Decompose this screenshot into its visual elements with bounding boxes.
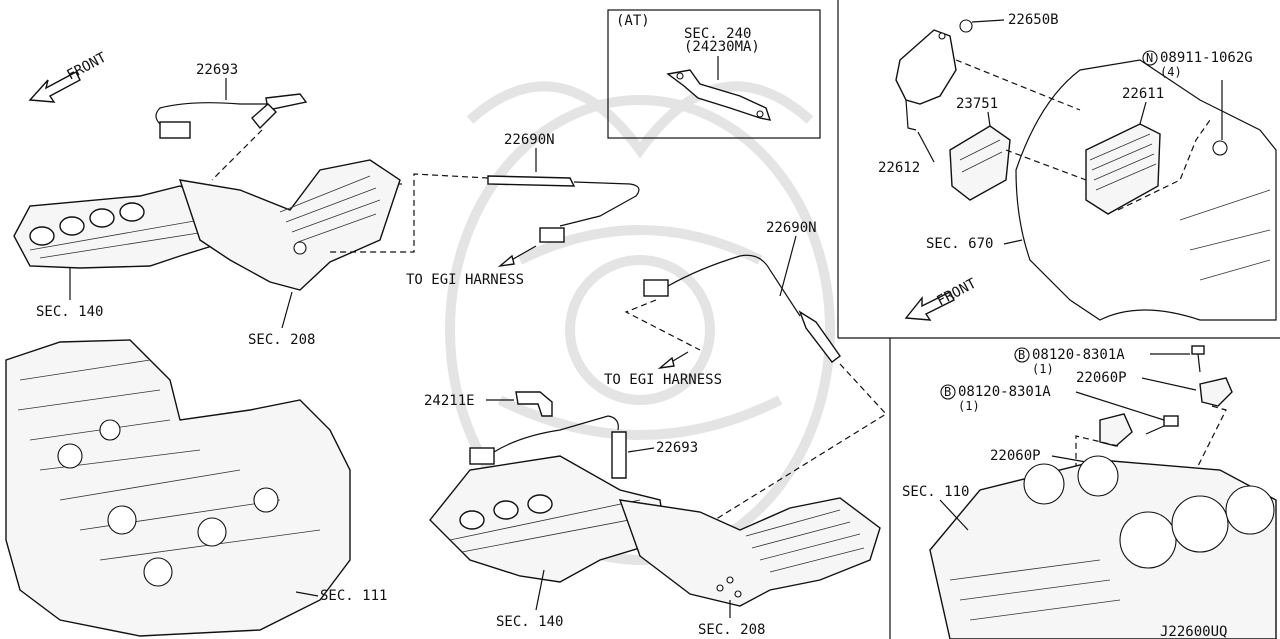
watermark-emblem	[445, 81, 835, 565]
label-22060p-top: 22060P	[1076, 370, 1127, 386]
vehicle-body-outline	[1015, 59, 1277, 321]
ecm-bolt-drawing	[1212, 80, 1228, 156]
knock-sensor-b	[1099, 413, 1133, 447]
label-24211e: 24211E	[424, 393, 475, 409]
ecm-bracket-drawing	[895, 19, 973, 131]
label-08120-b-qty: (1)	[958, 399, 980, 413]
engine-cylinder-heads	[5, 339, 351, 637]
o2-sensor-22690n-top: 22690N TO EGI HARNESS	[330, 132, 640, 288]
at-sec240-label: SEC. 240	[684, 26, 751, 42]
label-22650b: 22650B	[1008, 12, 1059, 28]
o2-sensor-22693-mid: 24211E 22693	[424, 391, 698, 479]
label-22690n-top: 22690N	[504, 132, 555, 148]
bolt-08911-prefix-circle	[1142, 50, 1158, 66]
label-22690n-mid: 22690N	[766, 220, 817, 236]
o2-sensor-22690n-mid: 22690N TO EGI HARNESS	[604, 220, 887, 561]
at-box-title: (AT)	[616, 13, 650, 29]
front-arrow-top-left: FRONT	[28, 49, 110, 103]
bolt-08120-b-prefix-circle	[940, 384, 956, 400]
bolt-drawing-b	[1145, 415, 1179, 435]
bolt-08120-b-prefix: B	[944, 385, 951, 399]
label-22060p-bottom: 22060P	[990, 448, 1041, 464]
label-08911-qty: (4)	[1160, 65, 1182, 79]
exhaust-manifold-top	[13, 185, 213, 269]
panel-dividers	[837, 0, 1280, 639]
bolt-drawing-a	[1191, 345, 1205, 373]
ecm-sub-module-23751	[949, 125, 1011, 201]
label-08911-1062g: 08911-1062G	[1160, 50, 1253, 66]
exhaust-manifold-bottom	[429, 455, 667, 583]
label-22611: 22611	[1122, 86, 1164, 102]
to-egi-harness-label-mid: TO EGI HARNESS	[604, 372, 722, 388]
label-08120-a-qty: (1)	[1032, 362, 1054, 376]
sec208-label-bottom: SEC. 208	[698, 622, 765, 638]
knock-sensor-a	[1199, 377, 1233, 407]
bolt-08911-prefix: N	[1146, 51, 1153, 65]
sec111-label: SEC. 111	[320, 588, 387, 604]
sec670-label: SEC. 670	[926, 236, 993, 252]
tcm-bracket-drawing	[666, 69, 772, 121]
o2-sensor-22693-top: 22693	[155, 62, 308, 181]
bolt-08120-a-prefix: B	[1018, 348, 1025, 362]
diagram-code: J22600UQ	[1160, 624, 1227, 639]
label-22693-top: 22693	[196, 62, 238, 78]
bolt-08120-a-prefix-circle	[1014, 347, 1030, 363]
at-part-label: (24230MA)	[684, 39, 760, 55]
sec208-label-top: SEC. 208	[248, 332, 315, 348]
catalytic-converter-bottom	[618, 497, 881, 607]
front-label-top-left: FRONT	[64, 49, 109, 83]
label-08120-8301a-top: 08120-8301A	[1032, 347, 1125, 363]
catalytic-converter-top	[178, 159, 402, 291]
label-22612: 22612	[878, 160, 920, 176]
sec140-label-top: SEC. 140	[36, 304, 103, 320]
front-label-right: FRONT	[934, 275, 979, 309]
ecm-module-22611	[1085, 123, 1161, 215]
engine-block-drawing	[929, 455, 1277, 639]
label-08120-8301a-bottom: 08120-8301A	[958, 384, 1051, 400]
to-egi-harness-label-top: TO EGI HARNESS	[406, 272, 524, 288]
at-inset-box: (AT) SEC. 240 (24230MA)	[607, 9, 821, 139]
label-22693-mid: 22693	[656, 440, 698, 456]
front-arrow-right: FRONT	[904, 275, 980, 321]
sec110-label: SEC. 110	[902, 484, 969, 500]
label-23751: 23751	[956, 96, 998, 112]
sec140-label-bottom: SEC. 140	[496, 614, 563, 630]
